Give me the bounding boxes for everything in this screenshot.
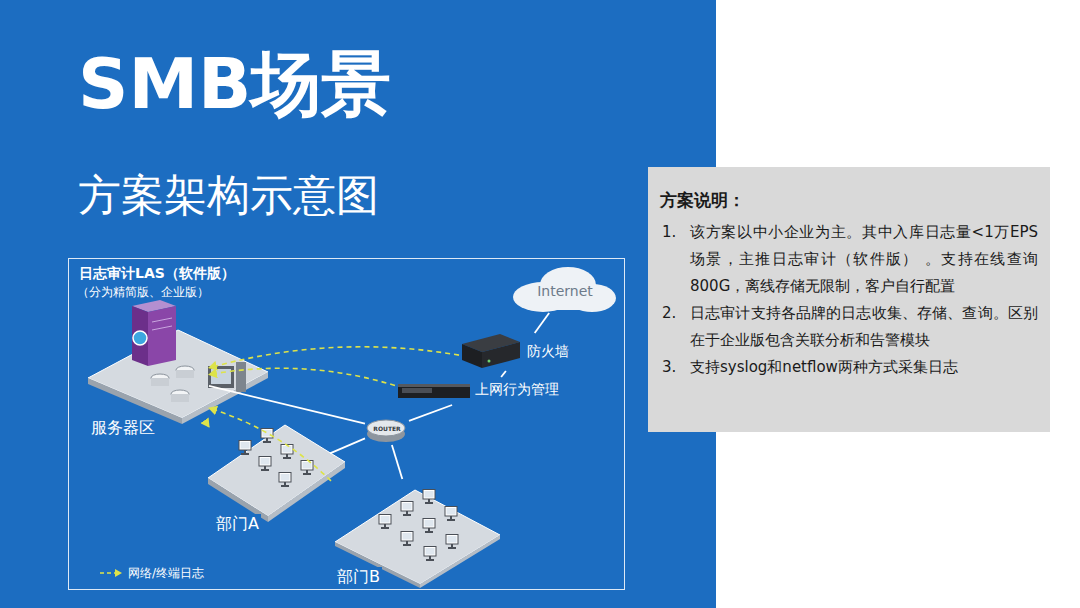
server-zone-node: 服务器区 <box>85 301 209 441</box>
disk <box>176 370 194 378</box>
pc-monitor <box>259 457 271 472</box>
server-side <box>132 306 148 366</box>
node-label: 上网行为管理 <box>475 381 559 398</box>
platform-edge <box>335 542 420 588</box>
device-side <box>462 344 482 368</box>
log-flow-arrow <box>209 408 331 481</box>
pc-monitor <box>301 461 313 476</box>
internet-cloud <box>513 267 616 312</box>
slide-title: SMB场景 <box>78 46 391 123</box>
screen <box>211 369 231 384</box>
firewall-node: 防火墙 <box>459 333 583 371</box>
router-top <box>367 420 405 436</box>
firewall-device <box>462 334 520 368</box>
note-heading: 方案说明： <box>660 189 1038 213</box>
device-panel <box>402 388 432 393</box>
note-item: 支持syslog和netflow两种方式采集日志 <box>690 354 1038 381</box>
server-front <box>148 306 176 366</box>
list-number: 2. <box>660 300 690 354</box>
node-label: 服务器区 <box>89 418 157 437</box>
slide-subtitle: 方案架构示意图 <box>78 172 379 219</box>
pc-monitor <box>279 473 291 488</box>
pc-monitor <box>446 535 458 550</box>
device-led <box>488 360 491 363</box>
department-node: 部门A <box>206 421 330 539</box>
monitor <box>208 366 234 388</box>
note-item: 该方案以中小企业为主。其中入库日志量<1万EPS场景，主推日志审计（软件版） 。… <box>690 219 1038 300</box>
note-row: 3.支持syslog和netflow两种方式采集日志 <box>660 354 1038 381</box>
server-logo <box>133 331 147 345</box>
log-flow-arrow <box>206 424 209 427</box>
node-label: （分为精简版、企业版） <box>77 285 209 299</box>
behavior-management-device <box>398 384 470 398</box>
disk <box>171 394 189 402</box>
node-label: 日志审计LAS（软件版） <box>79 265 235 282</box>
router-node: ROUTER <box>365 413 409 445</box>
pc-monitor <box>281 445 293 460</box>
network-link <box>535 313 549 333</box>
note-item: 日志审计支持各品牌的日志收集、存储、查询。区别在于企业版包含关联分析和告警模块 <box>690 300 1038 354</box>
list-number: 1. <box>660 219 690 300</box>
pc-monitor <box>445 507 457 522</box>
device-front <box>482 342 520 368</box>
las-server <box>132 300 176 366</box>
server-slot <box>152 318 172 322</box>
legend-text: 网络/终端日志 <box>128 565 204 582</box>
node-label: 部门B <box>335 567 382 586</box>
network-link <box>409 405 452 421</box>
note-row: 1.该方案以中小企业为主。其中入库日志量<1万EPS场景，主推日志审计（软件版）… <box>660 219 1038 300</box>
network-link <box>392 445 402 479</box>
log-flow-arrow <box>209 347 459 368</box>
internet-cloud-node: Internet <box>515 269 615 313</box>
legend-sample-line <box>100 572 121 574</box>
list-number: 3. <box>660 354 690 381</box>
server-slot <box>152 326 172 330</box>
network-link <box>209 386 365 424</box>
device-top <box>398 384 470 387</box>
disk <box>151 378 169 386</box>
department-node: 部门B <box>331 479 507 588</box>
node-label: ROUTER <box>373 425 400 432</box>
device-body <box>398 384 470 398</box>
disk-array <box>151 366 194 402</box>
pc-monitor <box>401 532 413 547</box>
pc-monitor <box>401 502 413 517</box>
network-link <box>501 371 506 377</box>
pc-monitor <box>424 547 436 562</box>
network-link <box>330 438 365 453</box>
pc-monitor <box>239 441 251 456</box>
diagram-frame: 日志审计LAS（软件版） （分为精简版、企业版） Internet 防火墙上网行为管理… <box>68 258 625 590</box>
pc-monitor <box>379 515 391 530</box>
department-platform <box>208 425 345 516</box>
node-label: 部门A <box>214 514 261 533</box>
monitor-group <box>379 490 458 562</box>
pc-monitor <box>423 519 435 534</box>
log-flow-arrow <box>209 368 395 385</box>
note-row: 2.日志审计支持各品牌的日志收集、存储、查询。区别在于企业版包含关联分析和告警模… <box>660 300 1038 354</box>
node-label: 防火墙 <box>527 343 569 360</box>
solution-note-box: 方案说明： 1.该方案以中小企业为主。其中入库日志量<1万EPS场景，主推日志审计… <box>648 167 1050 432</box>
router-icon <box>367 420 405 442</box>
node-label: Internet <box>537 283 593 300</box>
pc-monitor <box>423 490 435 505</box>
monitor-group <box>239 429 313 488</box>
tower <box>236 362 246 392</box>
behavior-management-node: 上网行为管理 <box>395 377 585 405</box>
platform-edge <box>420 535 500 588</box>
server-platform <box>88 330 268 418</box>
